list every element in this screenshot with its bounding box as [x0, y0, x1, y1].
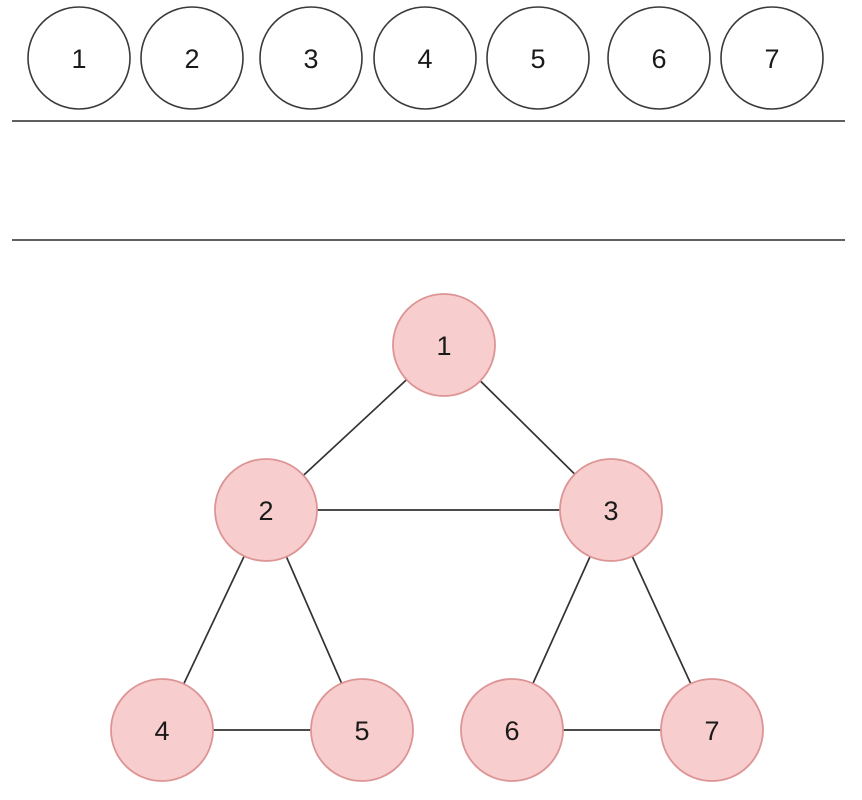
queue-node-label: 1: [71, 44, 86, 74]
queue-node-circle[interactable]: [27, 6, 131, 110]
graph-edge-3-7: [631, 555, 692, 685]
graph-node-label: 5: [354, 716, 369, 746]
graph-edge-1-2: [302, 379, 408, 476]
queue-node-3[interactable]: 3: [259, 6, 363, 110]
graph-node-circle[interactable]: [110, 678, 214, 782]
queue-node-label: 2: [184, 44, 199, 74]
graph-node-7[interactable]: 7: [660, 678, 764, 782]
graph-node-label: 1: [436, 331, 451, 361]
queue-node-4[interactable]: 4: [373, 6, 477, 110]
queue-node-circle[interactable]: [140, 6, 244, 110]
graph-node-circle[interactable]: [460, 678, 564, 782]
graph-node-4[interactable]: 4: [110, 678, 214, 782]
graph-node-circle[interactable]: [214, 458, 318, 562]
graph-edges-layer: [183, 379, 692, 731]
graph-node-1[interactable]: 1: [392, 293, 496, 397]
graph-node-2[interactable]: 2: [214, 458, 318, 562]
graph-node-6[interactable]: 6: [460, 678, 564, 782]
queue-node-label: 7: [764, 44, 779, 74]
graph-node-label: 7: [704, 716, 719, 746]
queue-node-circle[interactable]: [373, 6, 477, 110]
queue-node-label: 4: [417, 44, 432, 74]
queue-node-circle[interactable]: [720, 6, 824, 110]
graph-node-circle[interactable]: [392, 293, 496, 397]
graph-edge-1-3: [479, 380, 576, 475]
graph-edge-2-4: [183, 555, 245, 685]
graph-edge-2-5: [285, 556, 343, 684]
graph-node-label: 3: [603, 496, 618, 526]
graph-node-circle[interactable]: [660, 678, 764, 782]
queue-node-label: 3: [303, 44, 318, 74]
graph-node-3[interactable]: 3: [559, 458, 663, 562]
queue-node-circle[interactable]: [607, 6, 711, 110]
queue-node-2[interactable]: 2: [140, 6, 244, 110]
queue-node-1[interactable]: 1: [27, 6, 131, 110]
graph-node-label: 4: [154, 716, 169, 746]
queue-node-label: 6: [651, 44, 666, 74]
queue-node-6[interactable]: 6: [607, 6, 711, 110]
dividers-layer: [12, 120, 845, 241]
queue-node-7[interactable]: 7: [720, 6, 824, 110]
graph-node-circle[interactable]: [559, 458, 663, 562]
queue-node-circle[interactable]: [486, 6, 590, 110]
queue-node-circle[interactable]: [259, 6, 363, 110]
graph-node-5[interactable]: 5: [310, 678, 414, 782]
graph-node-label: 2: [258, 496, 273, 526]
graph-node-circle[interactable]: [310, 678, 414, 782]
graph-nodes-layer: 1 2 3 4 5 6 7: [110, 293, 764, 782]
graph-node-label: 6: [504, 716, 519, 746]
queue-node-5[interactable]: 5: [486, 6, 590, 110]
queue-layer: 1 2 3 4 5 6 7: [27, 6, 824, 110]
queue-node-label: 5: [530, 44, 545, 74]
graph-edge-3-6: [532, 556, 591, 684]
